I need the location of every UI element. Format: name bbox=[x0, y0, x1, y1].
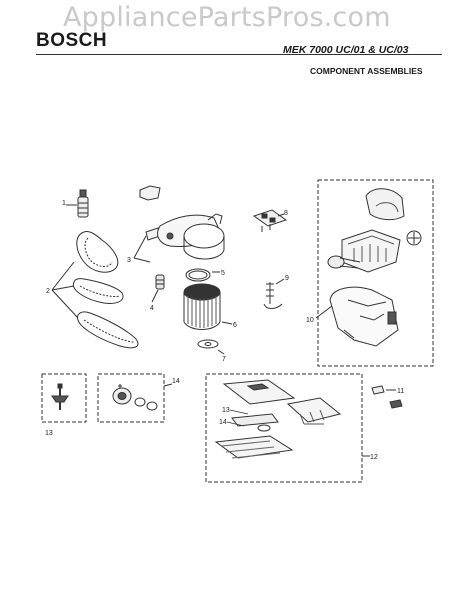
part-2-belts bbox=[51, 231, 139, 349]
callout-9: 9 bbox=[285, 275, 289, 282]
part-4-bushing bbox=[151, 274, 165, 303]
callout-labels: 1 2 3 4 5 6 7 8 9 10 11 12 13 14 13 14 bbox=[45, 200, 404, 461]
callout-14: 14 bbox=[172, 378, 180, 385]
callout-5: 5 bbox=[221, 270, 225, 277]
header-rule bbox=[36, 54, 442, 55]
callout-1: 1 bbox=[62, 200, 66, 207]
model-number: MEK 7000 UC/01 & UC/03 bbox=[283, 44, 409, 56]
callout-6: 6 bbox=[233, 322, 237, 329]
section-title: COMPONENT ASSEMBLIES bbox=[310, 66, 423, 76]
callout-4: 4 bbox=[150, 305, 154, 312]
callout-leaders bbox=[226, 409, 249, 427]
part-10-housing-assembly bbox=[315, 179, 434, 367]
callout-14-board: 14 bbox=[219, 419, 227, 426]
part-5-ring bbox=[185, 268, 220, 282]
callout-2: 2 bbox=[46, 288, 50, 295]
part-3-gear-housing bbox=[133, 185, 225, 263]
part-6-motor bbox=[183, 283, 233, 330]
part-11-contacts bbox=[371, 385, 403, 409]
watermark: AppliancePartsPros.com bbox=[63, 2, 391, 33]
callout-7: 7 bbox=[222, 356, 226, 363]
callout-3: 3 bbox=[127, 257, 131, 264]
part-8-switch bbox=[252, 209, 288, 232]
part-13-strain-relief bbox=[41, 373, 87, 423]
callout-13: 13 bbox=[45, 430, 53, 437]
callout-13-board: 13 bbox=[222, 407, 230, 414]
callout-8: 8 bbox=[284, 210, 288, 217]
brand-logo: BOSCH bbox=[36, 30, 108, 51]
part-12-circuit-assembly bbox=[205, 373, 370, 483]
part-1-fitting bbox=[66, 189, 89, 218]
callout-12: 12 bbox=[370, 454, 378, 461]
callout-11: 11 bbox=[397, 388, 404, 395]
callout-10: 10 bbox=[306, 317, 314, 324]
part-7-washer bbox=[197, 339, 225, 355]
part-14-reel-parts bbox=[97, 373, 173, 423]
part-9-rod bbox=[263, 278, 285, 309]
